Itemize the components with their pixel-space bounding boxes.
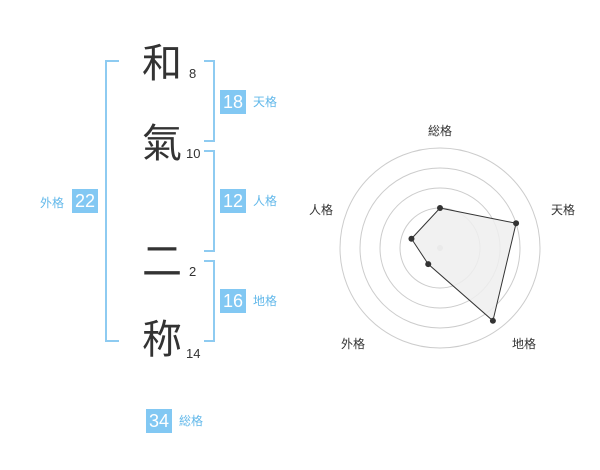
radar-point-0 xyxy=(437,205,443,211)
radar-point-1 xyxy=(513,220,520,227)
name-char-1: 和 xyxy=(142,41,182,87)
gaikaku-bracket xyxy=(105,60,119,342)
radar-axis-label-soukaku: 総格 xyxy=(428,124,453,138)
stroke-count-3: 2 xyxy=(189,264,197,279)
chikaku-bracket xyxy=(204,260,215,342)
name-char-2: 氣 xyxy=(142,121,182,167)
radar-series-polygon xyxy=(410,207,517,322)
jinkaku-label: 人格 xyxy=(253,194,278,208)
radar-point-3 xyxy=(425,261,432,268)
radar-axis-label-chikaku: 地格 xyxy=(512,337,537,351)
radar-point-4 xyxy=(408,235,415,242)
soukaku-label: 総格 xyxy=(179,414,204,428)
stroke-count-1: 8 xyxy=(189,66,197,81)
radar-grid-ring xyxy=(339,147,541,349)
name-char-3: 二 xyxy=(142,239,182,285)
gaikaku-label: 外格 xyxy=(40,196,65,210)
radar-axis-label-tenkaku: 天格 xyxy=(551,203,576,217)
jinkaku-value-badge: 12 xyxy=(220,189,246,213)
stroke-count-2: 10 xyxy=(186,146,201,161)
gaikaku-value-badge: 22 xyxy=(72,189,98,213)
radar-axis-label-jinkaku: 人格 xyxy=(309,203,334,217)
radar-grid-ring xyxy=(359,167,521,329)
name-char-4: 称 xyxy=(142,317,182,363)
radar-axis-label-gaikaku: 外格 xyxy=(341,337,366,351)
stroke-count-4: 14 xyxy=(186,346,201,361)
tenkaku-value-badge: 18 xyxy=(220,90,246,114)
tenkaku-label: 天格 xyxy=(253,95,278,109)
radar-point-2 xyxy=(489,317,496,324)
soukaku-value-badge: 34 xyxy=(146,409,172,433)
jinkaku-bracket xyxy=(204,150,215,252)
tenkaku-bracket xyxy=(204,60,215,142)
chikaku-label: 地格 xyxy=(253,294,278,308)
chikaku-value-badge: 16 xyxy=(220,289,246,313)
